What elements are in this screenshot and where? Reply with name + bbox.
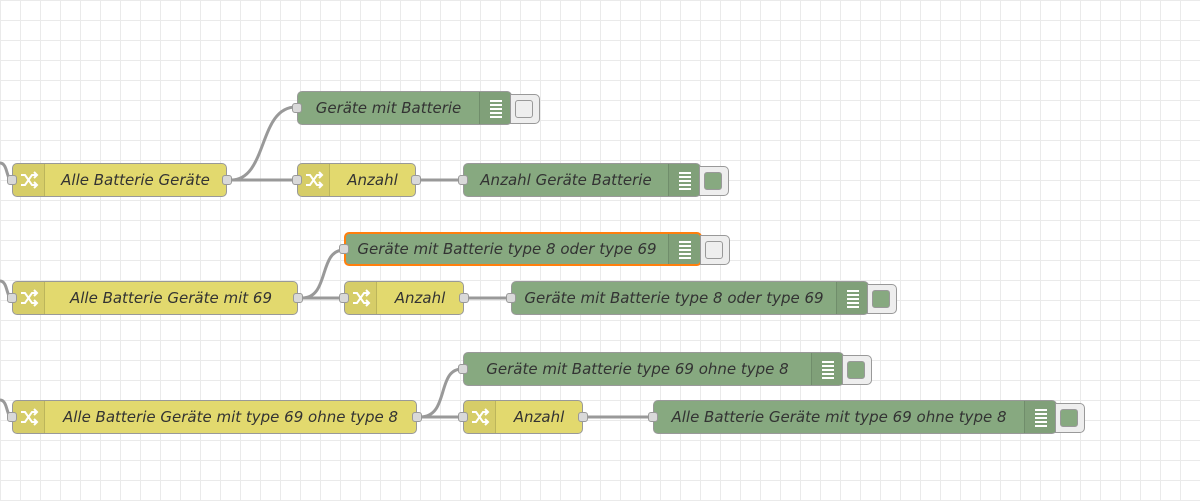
debug-toggle-button[interactable] [842,355,872,385]
node-label: Geräte mit Batterie type 69 ohne type 8 [486,360,789,378]
debug-node-geraete-mit-batterie[interactable]: Geräte mit Batterie [292,91,540,125]
input-port[interactable] [7,293,17,303]
input-port[interactable] [339,293,349,303]
shuffle-icon [13,401,45,433]
list-icon [836,282,868,314]
debug-toggle-button[interactable] [700,235,730,265]
debug-toggle-button[interactable] [867,284,897,314]
output-port[interactable] [412,412,422,422]
toggle-knob [847,361,865,379]
shuffle-icon [345,282,377,314]
debug-node-alle-batterie-geraete-mit-type69-ohne-type8[interactable]: Alle Batterie Geräte mit type 69 ohne ty… [648,400,1085,434]
shuffle-icon [464,401,496,433]
input-port[interactable] [458,364,468,374]
toggle-knob [1060,409,1078,427]
list-icon [668,234,700,264]
node-label: Anzahl Geräte Batterie [480,171,652,189]
list-icon [811,353,843,385]
node-label: Anzahl [347,171,398,189]
node-label: Alle Batterie Geräte mit type 69 ohne ty… [671,408,1007,426]
input-port[interactable] [292,103,302,113]
toggle-knob [515,100,533,118]
debug-toggle-button[interactable] [510,94,540,124]
node-label: Alle Batterie Geräte mit type 69 ohne ty… [62,408,399,426]
node-label: Anzahl [513,408,565,426]
shuffle-icon [298,164,330,196]
node-label: Geräte mit Batterie type 8 oder type 69 [357,240,657,258]
node-label: Geräte mit Batterie [315,99,462,117]
debug-node-type8-oder-type69-selected[interactable]: Geräte mit Batterie type 8 oder type 69 [339,232,730,266]
node-label: Alle Batterie Geräte [61,171,210,189]
list-icon [479,92,511,124]
input-port[interactable] [7,175,17,185]
input-port[interactable] [292,175,302,185]
change-node-alle-batterie-geraete-mit-type69-ohne-type8[interactable]: Alle Batterie Geräte mit type 69 ohne ty… [7,400,422,434]
input-port[interactable] [7,412,17,422]
toggle-knob [705,241,723,259]
debug-toggle-button[interactable] [699,166,729,196]
debug-node-anzahl-geraete-batterie[interactable]: Anzahl Geräte Batterie [458,163,729,197]
list-icon [668,164,700,196]
change-node-alle-batterie-geraete-mit-69[interactable]: Alle Batterie Geräte mit 69 [7,281,303,315]
input-port[interactable] [458,412,468,422]
toggle-knob [872,290,890,308]
shuffle-icon [13,282,45,314]
change-node-anzahl[interactable]: Anzahl [292,163,421,197]
debug-node-type8-oder-type69[interactable]: Geräte mit Batterie type 8 oder type 69 [506,281,897,315]
toggle-knob [704,172,722,190]
change-node-alle-batterie-geraete[interactable]: Alle Batterie Geräte [7,163,232,197]
change-node-anzahl[interactable]: Anzahl [458,400,588,434]
node-label: Geräte mit Batterie type 8 oder type 69 [524,289,824,307]
shuffle-icon [13,164,45,196]
input-port[interactable] [648,412,658,422]
wire[interactable] [301,248,345,300]
change-node-anzahl[interactable]: Anzahl [339,281,469,315]
list-icon [1024,401,1056,433]
output-port[interactable] [578,412,588,422]
input-port[interactable] [506,293,516,303]
output-port[interactable] [459,293,469,303]
wire[interactable] [419,367,463,419]
input-port[interactable] [458,175,468,185]
input-port[interactable] [339,244,349,254]
node-label: Anzahl [394,289,446,307]
output-port[interactable] [411,175,421,185]
debug-node-type69-ohne-type8[interactable]: Geräte mit Batterie type 69 ohne type 8 [458,352,872,386]
debug-toggle-button[interactable] [1055,403,1085,433]
node-label: Alle Batterie Geräte mit 69 [69,289,272,307]
output-port[interactable] [293,293,303,303]
output-port[interactable] [222,175,232,185]
wire[interactable] [230,105,297,182]
